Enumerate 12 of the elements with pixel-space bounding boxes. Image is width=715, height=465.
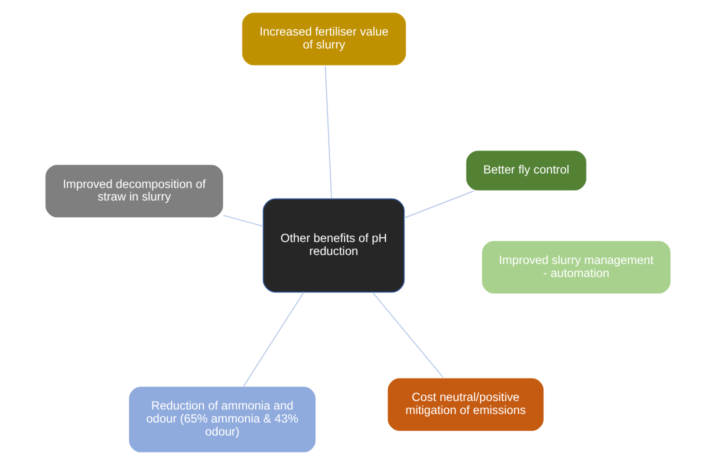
node-box: Better fly control [464,150,587,192]
node-box: Improved slurry management - automation [480,240,672,295]
connector [324,66,332,200]
node-box: Other benefits of pH reduction [262,198,404,293]
connector [403,190,474,218]
node-box: Increased fertiliser value of slurry [240,12,406,66]
node-box: Cost neutral/positive mitigation of emissions [386,377,544,432]
node-box: Improved decomposition of straw in slurry [44,164,224,218]
node-box: Reduction of ammonia and odour (65% ammonia & 43% odour) [128,386,316,454]
connector [372,292,444,378]
connector [222,214,264,227]
connector [242,292,304,387]
